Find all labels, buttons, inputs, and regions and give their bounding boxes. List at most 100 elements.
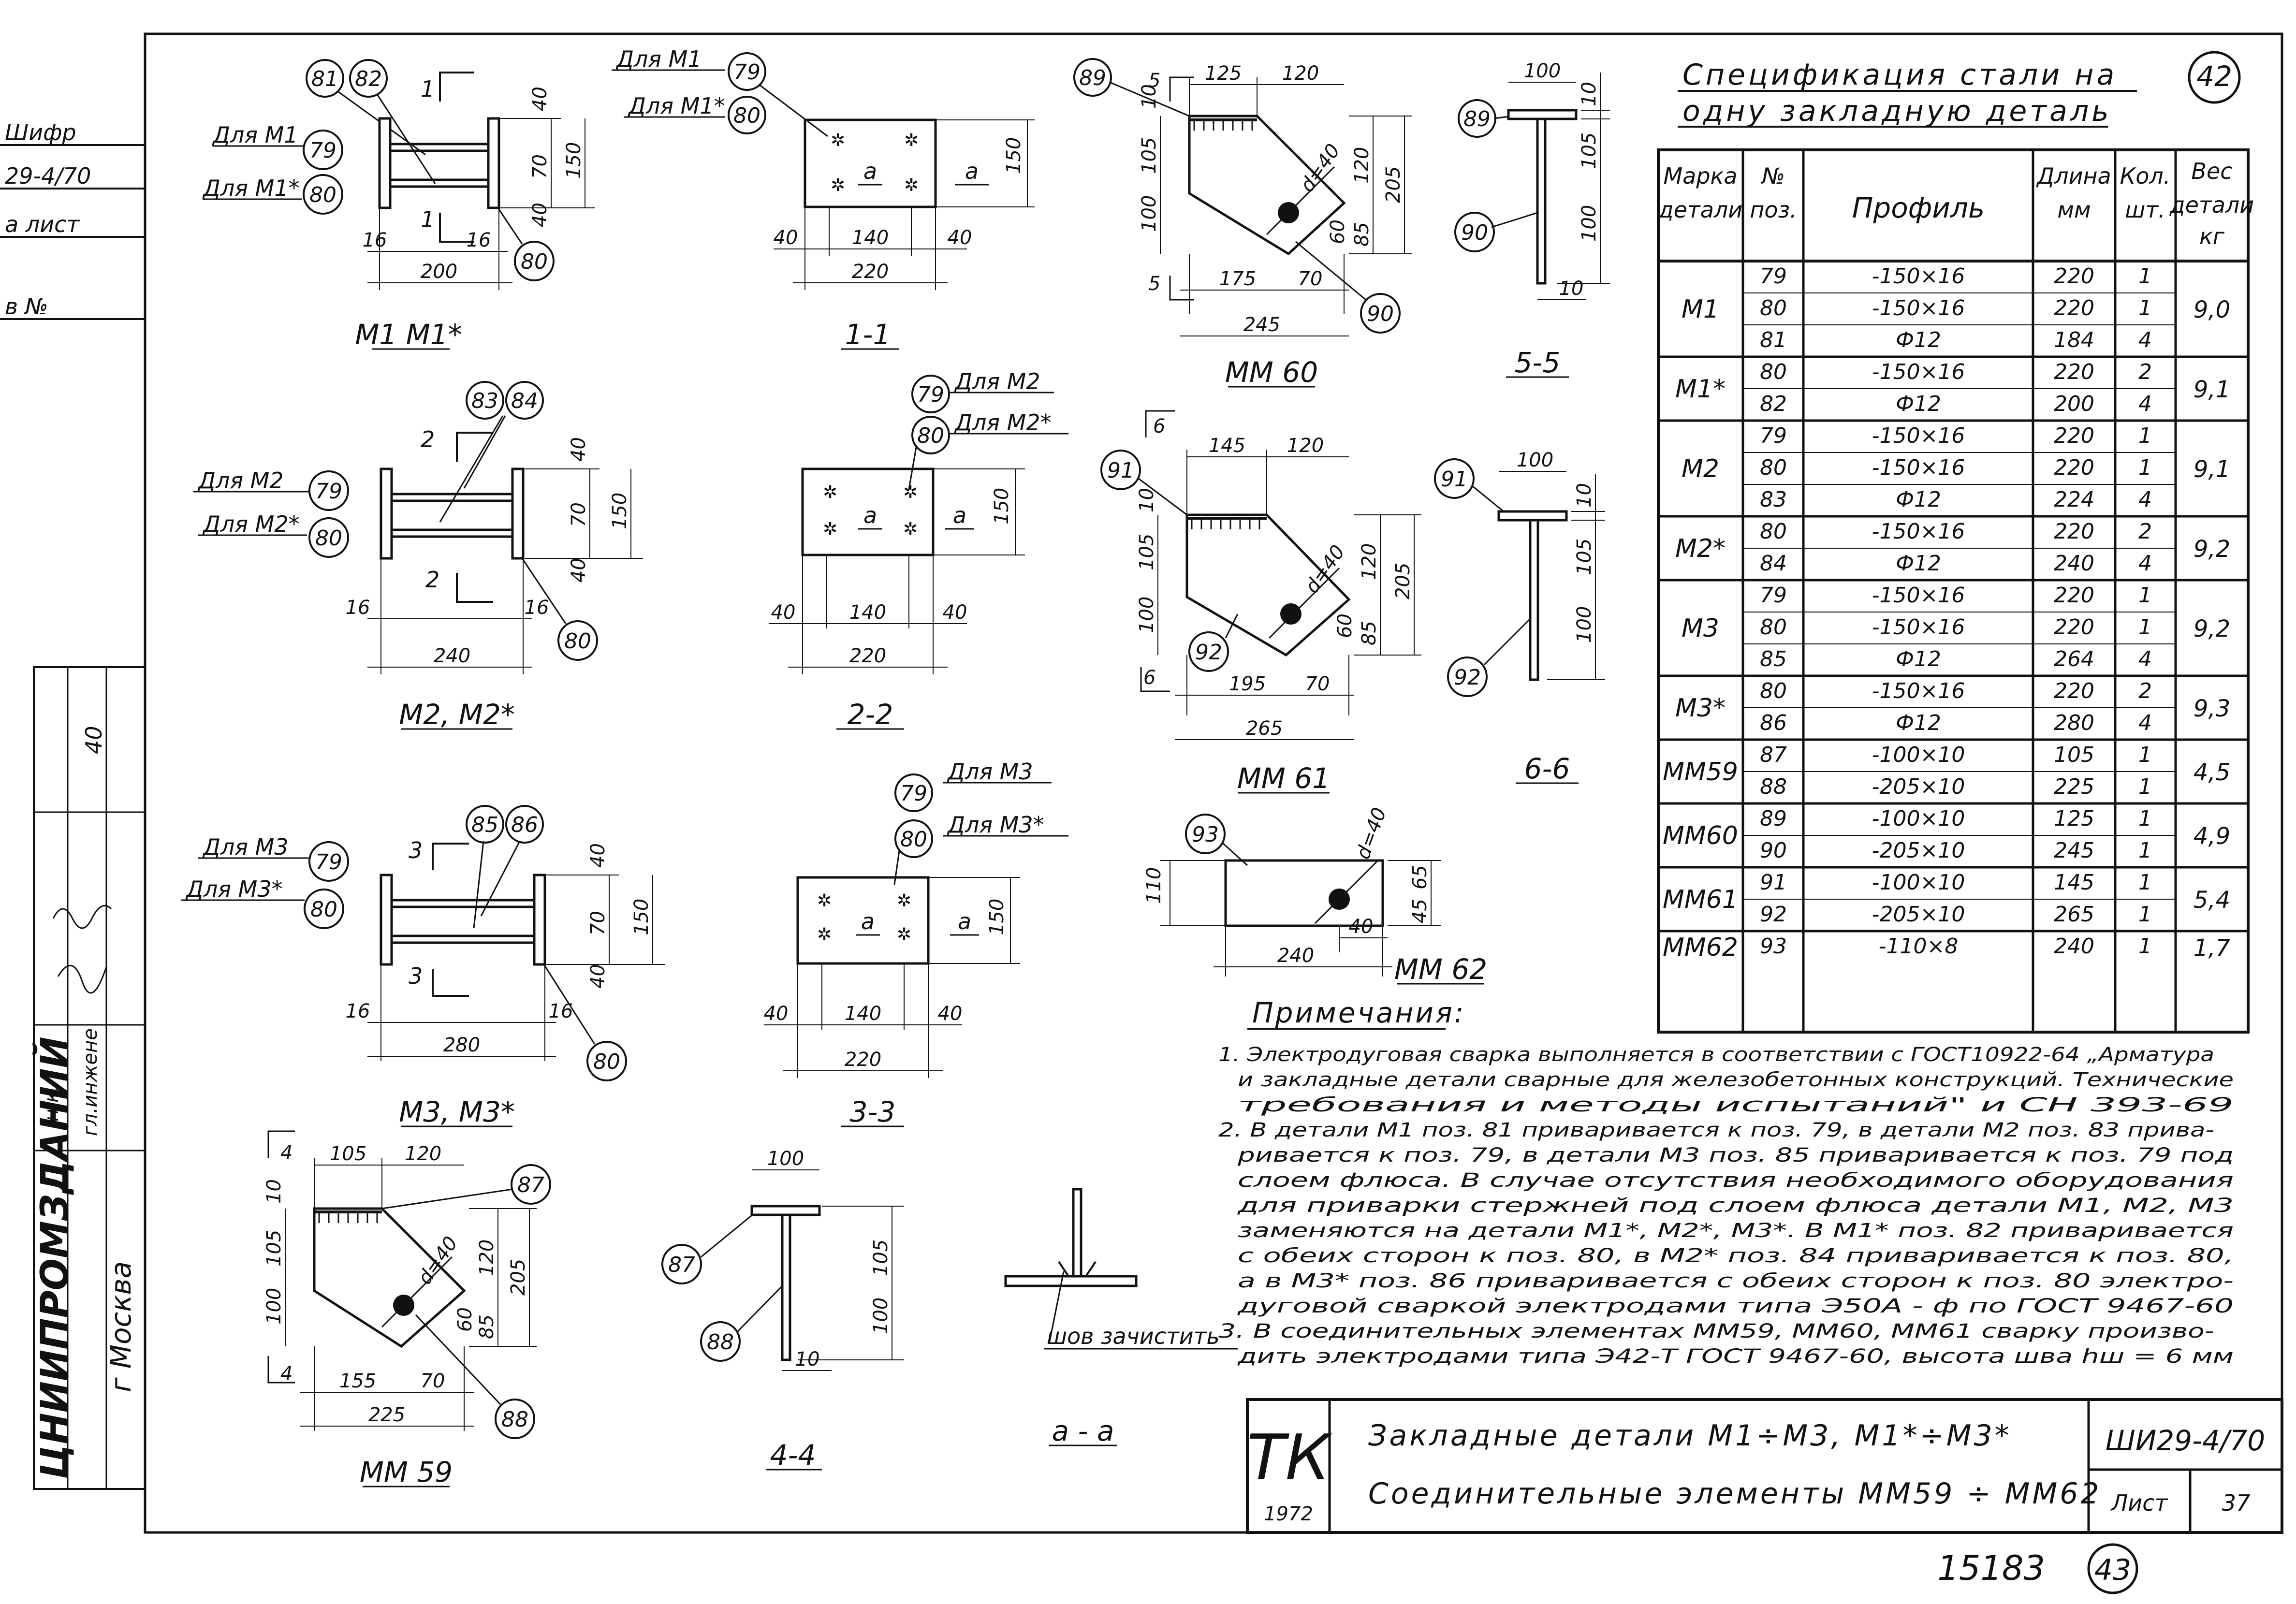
spec-cell-pos: 92 <box>1760 902 1787 927</box>
svg-text:79: 79 <box>309 138 336 163</box>
archive-numbers: 15183 43 <box>1937 1543 2138 1594</box>
svg-text:105: 105 <box>330 1143 366 1165</box>
drawing-mm62: 93 d=40 110 45 65 40 240 ММ 62 <box>1143 804 1487 986</box>
drawing-m3: 85 86 Для М3 79 Для М3* 80 80 3 3 40 70 … <box>181 805 665 1128</box>
spec-cell-qty: 1 <box>2138 838 2152 863</box>
svg-text:70: 70 <box>1305 673 1330 695</box>
svg-text:шт.: шт. <box>2125 197 2165 223</box>
spec-cell-profile: -100×10 <box>1872 870 1965 895</box>
spec-cell-pos: 81 <box>1760 328 1787 352</box>
svg-text:205: 205 <box>507 1259 529 1296</box>
spec-cell-weight: 4,9 <box>2194 823 2230 850</box>
spec-cell-pos: 79 <box>1760 264 1787 289</box>
spec-cell-qty: 4 <box>2138 328 2152 352</box>
org-name: ЦНИИПРОМЗДАНИЙ <box>32 1036 77 1479</box>
svg-text:40: 40 <box>1349 916 1374 938</box>
svg-text:150: 150 <box>609 493 631 529</box>
svg-text:мм: мм <box>2057 197 2091 223</box>
svg-text:Для М1*: Для М1* <box>202 175 300 201</box>
spec-cell-profile: Ф12 <box>1896 392 1941 416</box>
svg-text:16: 16 <box>525 597 549 619</box>
svg-text:80: 80 <box>310 897 337 922</box>
svg-text:100: 100 <box>1573 606 1595 643</box>
note-line: 1. Электродуговая сварка выполняется в с… <box>1218 1044 2214 1066</box>
spec-cell-mark: ММ61 <box>1663 885 1738 914</box>
svg-text:10: 10 <box>1136 488 1158 512</box>
svg-text:Для М2: Для М2 <box>954 368 1040 394</box>
svg-text:150: 150 <box>986 899 1008 935</box>
spec-cell-mark: М3 <box>1682 614 1719 643</box>
signature-2 <box>57 965 107 994</box>
svg-text:70: 70 <box>568 502 590 527</box>
svg-text:240: 240 <box>1277 945 1314 967</box>
svg-text:Для М1: Для М1 <box>212 122 298 148</box>
spec-cell-mark: ММ62 <box>1663 933 1738 962</box>
spec-cell-pos: 91 <box>1760 870 1787 895</box>
drawing-section-6-6: 91 92 100 10 105 100 6-6 <box>1434 449 1605 785</box>
svg-text:40: 40 <box>529 87 551 111</box>
spec-cell-profile: -205×10 <box>1872 774 1965 799</box>
spec-cell-length: 220 <box>2054 455 2094 480</box>
note-line: 2. В детали М1 поз. 81 приваривается к п… <box>1218 1119 2214 1141</box>
spec-cell-weight: 4,5 <box>2194 759 2230 786</box>
svg-text:Для М2*: Для М2* <box>954 409 1052 436</box>
svg-text:89: 89 <box>1463 107 1491 131</box>
spec-cell-mark: ММ59 <box>1663 758 1738 787</box>
spec-cell-pos: 93 <box>1760 934 1787 959</box>
svg-text:Для М1*: Для М1* <box>628 93 725 119</box>
svg-text:80: 80 <box>315 526 342 551</box>
svg-text:✲: ✲ <box>904 131 919 150</box>
caption-m3: М3, М3* <box>399 1095 515 1128</box>
svg-text:105: 105 <box>263 1230 285 1267</box>
drawing-m1: 81 82 Для М1 79 Для М1* 80 80 1 1 40 70 … <box>202 59 595 351</box>
svg-text:100: 100 <box>1138 195 1160 232</box>
notes-heading: Примечания: <box>1252 996 1465 1029</box>
spec-cell-length: 220 <box>2054 519 2094 544</box>
svg-text:Для М3*: Для М3* <box>947 812 1044 838</box>
svg-text:280: 280 <box>443 1034 480 1056</box>
svg-text:4: 4 <box>280 1142 292 1164</box>
caption-5-5: 5-5 <box>1515 346 1561 379</box>
svg-text:10: 10 <box>1578 82 1600 106</box>
svg-text:140: 140 <box>852 227 889 249</box>
svg-text:90: 90 <box>1461 220 1488 245</box>
svg-text:240: 240 <box>434 645 470 667</box>
spec-cell-length: 220 <box>2054 296 2094 321</box>
drawing-section-3-3: 79 Для М3 80 Для М3* ✲ ✲ ✲ ✲ а а 150 40 … <box>764 758 1068 1128</box>
svg-text:Для М3: Для М3 <box>947 758 1033 785</box>
svg-text:89: 89 <box>1079 66 1106 90</box>
svg-text:✲: ✲ <box>823 482 837 502</box>
stamp-engineer: гл.инжене <box>79 1028 102 1136</box>
note-line: слоем флюса. В случае отсутствия необход… <box>1238 1169 2234 1192</box>
svg-text:а: а <box>863 502 877 528</box>
signature-1 <box>52 904 112 929</box>
note-line: 3. В соединительных элементах ММ59, ММ60… <box>1218 1320 2214 1342</box>
spec-cell-mark: М2 <box>1682 454 1719 483</box>
svg-text:16: 16 <box>346 1000 370 1022</box>
svg-text:✲: ✲ <box>831 175 845 195</box>
spec-cell-pos: 85 <box>1760 647 1787 671</box>
svg-text:120: 120 <box>1287 435 1324 457</box>
svg-text:145: 145 <box>1209 435 1245 457</box>
svg-text:80: 80 <box>564 629 591 654</box>
spec-cell-pos: 80 <box>1760 519 1787 544</box>
svg-text:✲: ✲ <box>904 175 919 195</box>
svg-text:а: а <box>861 908 875 934</box>
svg-text:40: 40 <box>568 437 590 462</box>
spec-cell-qty: 1 <box>2138 870 2152 895</box>
svg-text:поз.: поз. <box>1750 197 1797 223</box>
spec-cell-qty: 1 <box>2138 902 2152 927</box>
spec-cell-pos: 90 <box>1760 838 1787 863</box>
svg-text:40: 40 <box>943 601 967 624</box>
svg-text:✲: ✲ <box>817 891 832 911</box>
svg-text:92: 92 <box>1195 640 1222 665</box>
svg-text:205: 205 <box>1382 166 1404 203</box>
caption-mm61: ММ 61 <box>1237 762 1330 795</box>
svg-text:5: 5 <box>1148 70 1160 92</box>
spec-cell-length: 184 <box>2054 328 2094 352</box>
svg-text:Спецификация стали на: Спецификация стали на <box>1682 58 2117 92</box>
svg-text:120: 120 <box>1351 147 1373 184</box>
svg-text:80: 80 <box>917 423 944 448</box>
spec-cell-qty: 1 <box>2138 296 2152 321</box>
caption-2-2: 2-2 <box>848 698 893 731</box>
